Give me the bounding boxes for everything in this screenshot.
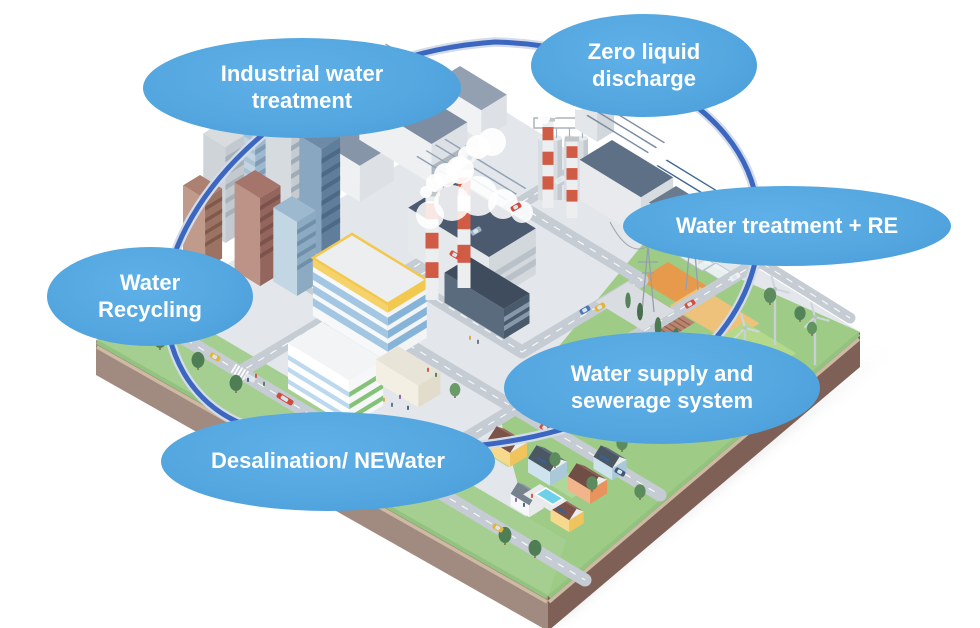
bubble-label: Industrial water treatment (220, 61, 384, 113)
bubble-water-recycling: Water Recycling (47, 247, 253, 346)
bubble-label: Zero liquid discharge (587, 38, 701, 91)
bubble-label: Water Recycling (98, 269, 202, 322)
bubble-desalination-newater: Desalination/ NEWater (161, 412, 495, 511)
bubble-zero-liquid-discharge: Zero liquid discharge (531, 14, 757, 117)
bubble-label: Desalination/ NEWater (211, 448, 445, 474)
bubble-label: Water supply and sewerage system (570, 361, 754, 413)
bubble-label: Water treatment + RE (675, 212, 899, 238)
bubble-industrial-water-treatment: Industrial water treatment (143, 38, 461, 138)
bubble-water-supply-sewerage: Water supply and sewerage system (504, 332, 820, 444)
bubble-water-treatment-re: Water treatment + RE (623, 186, 951, 266)
